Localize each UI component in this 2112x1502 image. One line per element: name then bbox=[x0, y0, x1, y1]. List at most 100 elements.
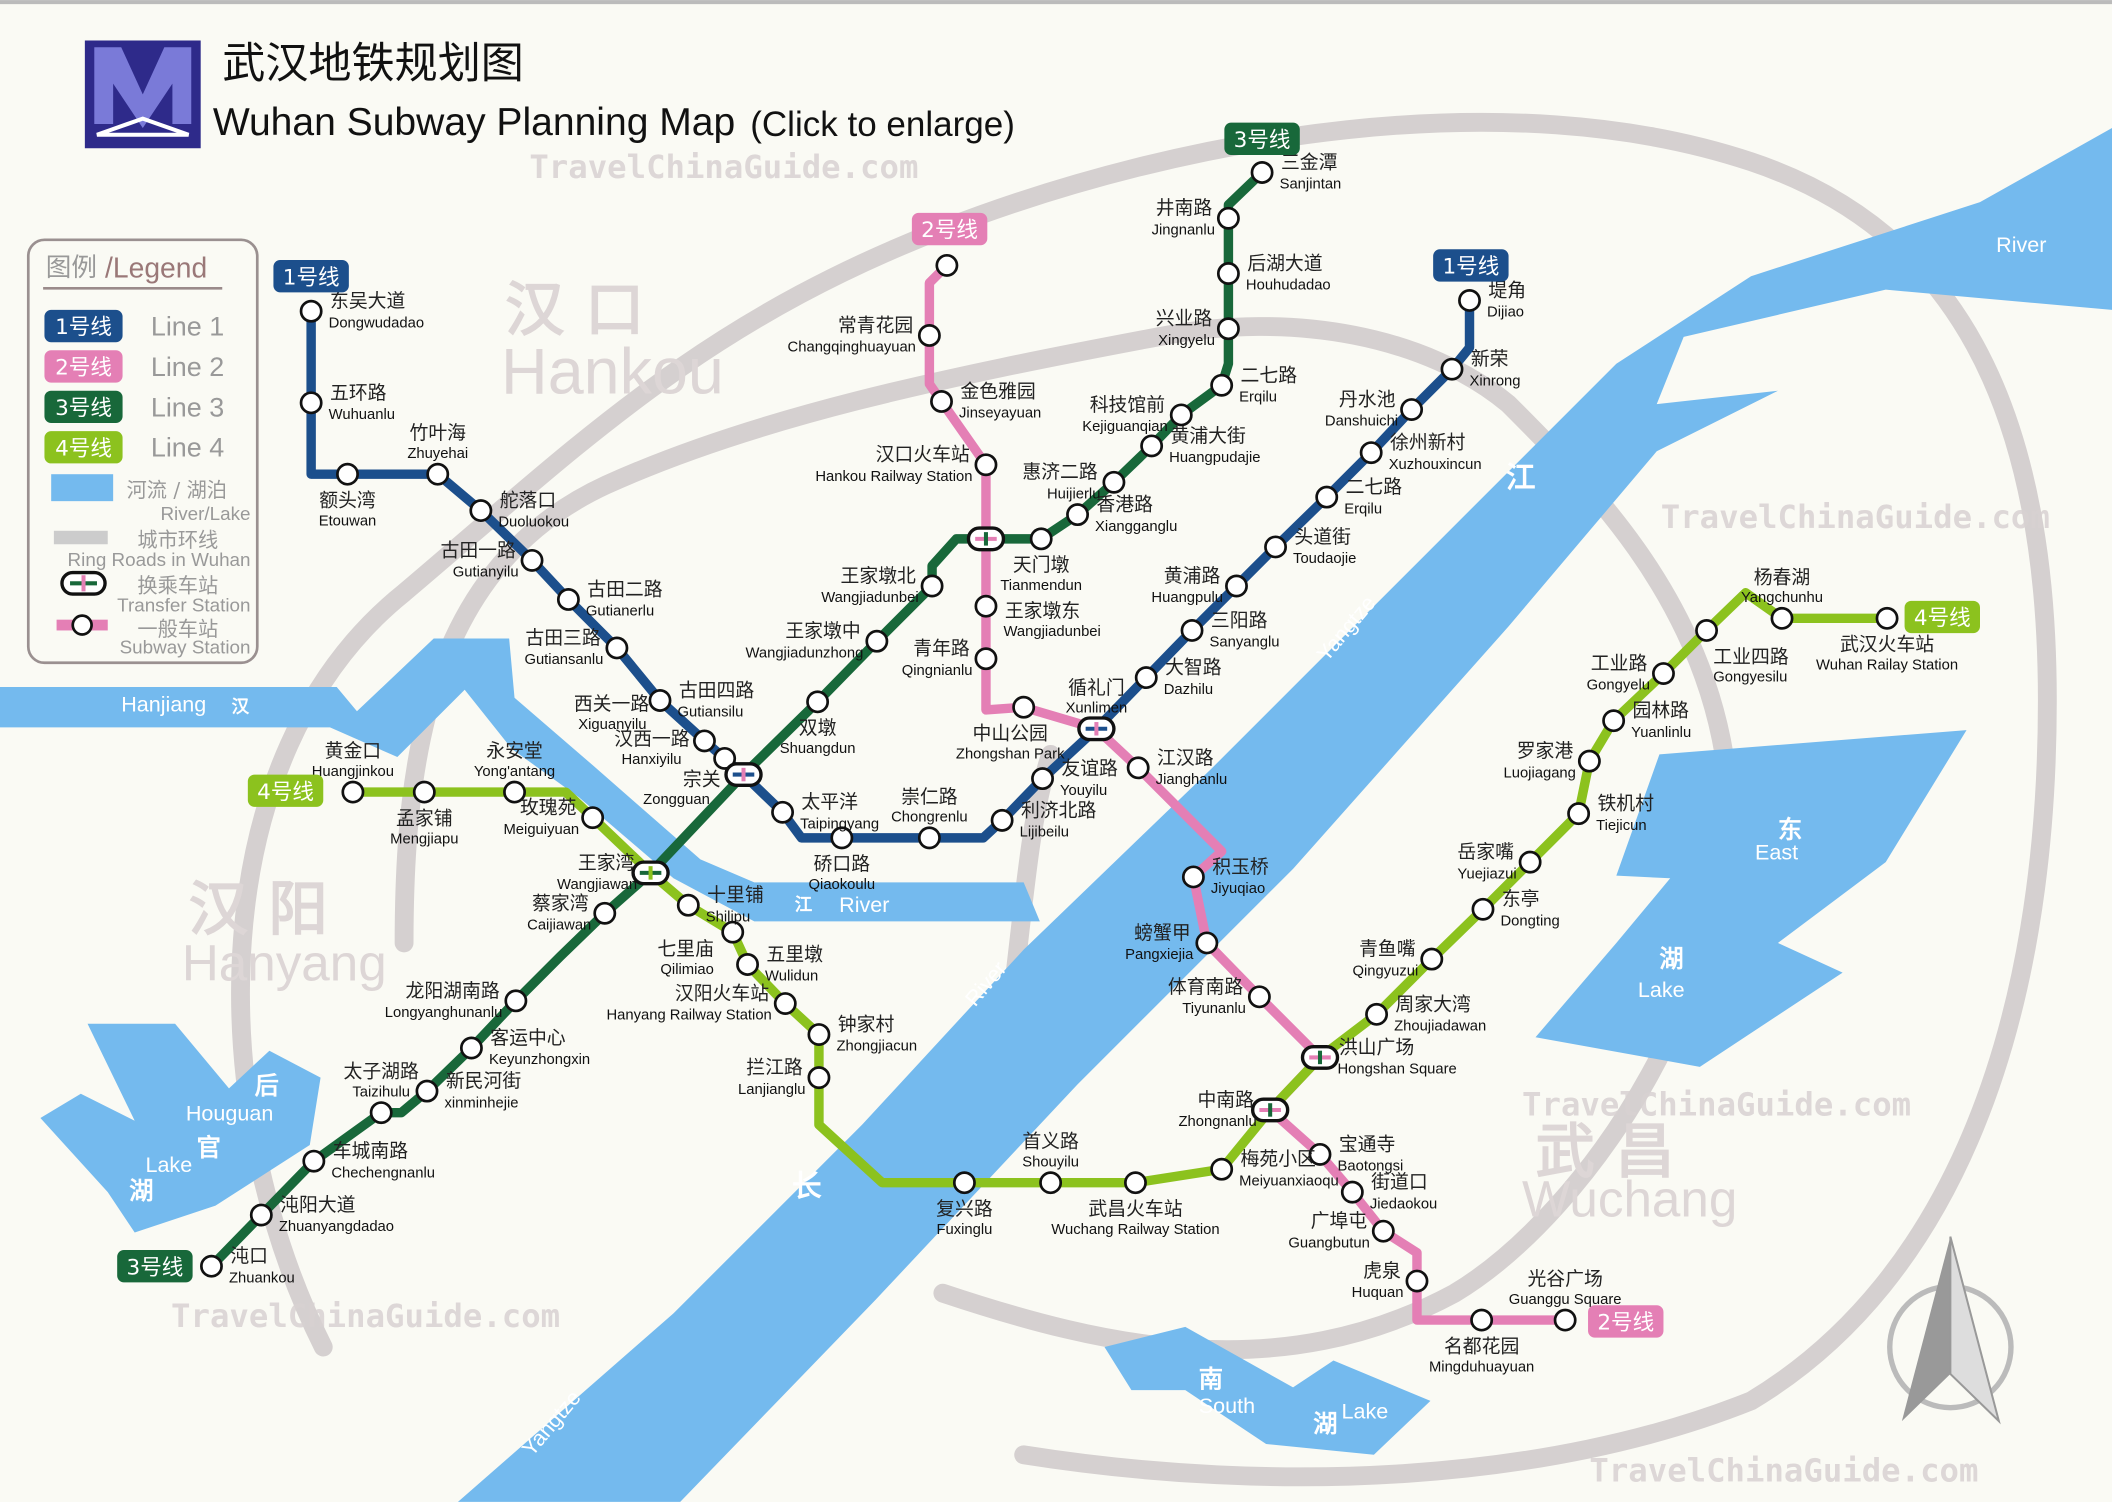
station-marker[interactable] bbox=[1225, 574, 1248, 598]
station-marker[interactable] bbox=[1553, 1308, 1577, 1332]
station-marker[interactable] bbox=[974, 453, 998, 477]
station-marker[interactable] bbox=[1359, 441, 1383, 465]
station-marker[interactable] bbox=[1264, 535, 1287, 559]
station-marker[interactable] bbox=[1124, 1171, 1147, 1195]
station-marker[interactable] bbox=[503, 780, 526, 804]
station-marker[interactable] bbox=[865, 629, 889, 653]
line-1-badge[interactable] bbox=[1433, 249, 1509, 282]
line-4-badge[interactable] bbox=[1904, 600, 1980, 634]
station-marker[interactable] bbox=[605, 636, 629, 660]
station-marker[interactable] bbox=[1031, 767, 1054, 791]
station-marker[interactable] bbox=[990, 808, 1014, 832]
station-marker[interactable] bbox=[459, 1036, 483, 1060]
station-marker[interactable] bbox=[676, 893, 700, 917]
station-marker[interactable] bbox=[415, 1079, 439, 1103]
station-marker[interactable] bbox=[1181, 865, 1205, 889]
station-marker[interactable] bbox=[693, 729, 716, 753]
station-marker[interactable] bbox=[1340, 1180, 1364, 1204]
station-marker[interactable] bbox=[1102, 470, 1126, 494]
station-marker[interactable] bbox=[1470, 1308, 1494, 1332]
station-marker[interactable] bbox=[1577, 749, 1601, 773]
station-marker[interactable] bbox=[469, 499, 493, 523]
station-marker[interactable] bbox=[426, 462, 450, 486]
station-marker[interactable] bbox=[1315, 485, 1339, 509]
line-2-badge[interactable] bbox=[911, 212, 988, 246]
station-marker[interactable] bbox=[302, 1149, 326, 1173]
station-marker[interactable] bbox=[1308, 1142, 1332, 1166]
station-marker[interactable] bbox=[200, 1254, 223, 1278]
station-marker[interactable] bbox=[1180, 618, 1204, 642]
station-marker[interactable] bbox=[773, 992, 797, 1015]
station-marker[interactable] bbox=[299, 299, 323, 323]
station-marker[interactable] bbox=[369, 1101, 393, 1125]
station-marker[interactable] bbox=[935, 253, 959, 277]
station-marker[interactable] bbox=[1250, 161, 1274, 184]
station-marker[interactable] bbox=[1602, 709, 1626, 733]
station-marker[interactable] bbox=[1210, 1157, 1234, 1181]
station-marker[interactable] bbox=[920, 574, 944, 598]
station-marker[interactable] bbox=[807, 1023, 831, 1046]
station-marker[interactable] bbox=[1126, 756, 1150, 780]
station-marker[interactable] bbox=[1247, 985, 1271, 1009]
station-marker[interactable] bbox=[1216, 262, 1240, 285]
station-marker[interactable] bbox=[336, 462, 359, 486]
station-marker[interactable] bbox=[1471, 897, 1495, 921]
station-marker[interactable] bbox=[1195, 931, 1219, 955]
station-marker[interactable] bbox=[1216, 206, 1240, 230]
station-marker[interactable] bbox=[581, 806, 605, 830]
station-marker[interactable] bbox=[593, 901, 617, 925]
station-marker[interactable] bbox=[1365, 1002, 1389, 1026]
station-marker[interactable] bbox=[952, 1171, 976, 1195]
station-marker[interactable] bbox=[1169, 403, 1193, 427]
transfer-station[interactable] bbox=[724, 762, 763, 788]
station-marker[interactable] bbox=[1012, 695, 1036, 719]
transfer-station[interactable] bbox=[1077, 716, 1116, 742]
station-marker[interactable] bbox=[520, 548, 544, 572]
line-3-badge[interactable] bbox=[117, 1250, 193, 1283]
station-marker[interactable] bbox=[807, 1066, 831, 1090]
station-marker[interactable] bbox=[556, 588, 580, 611]
station-marker[interactable] bbox=[648, 689, 672, 712]
station-marker[interactable] bbox=[412, 780, 436, 804]
station-marker[interactable] bbox=[917, 324, 941, 347]
line-2-badge[interactable] bbox=[1588, 1305, 1664, 1338]
station-marker[interactable] bbox=[1216, 317, 1240, 341]
station-marker[interactable] bbox=[974, 594, 998, 618]
station-marker[interactable] bbox=[1210, 373, 1234, 397]
station-marker[interactable] bbox=[1567, 802, 1591, 826]
station-marker[interactable] bbox=[1770, 606, 1794, 630]
station-marker[interactable] bbox=[1400, 398, 1424, 421]
station-marker[interactable] bbox=[771, 800, 795, 824]
enlarge-link[interactable]: (Click to enlarge) bbox=[750, 105, 1015, 144]
station-marker[interactable] bbox=[341, 780, 365, 804]
station-marker[interactable] bbox=[1875, 606, 1899, 630]
station-marker[interactable] bbox=[1029, 527, 1053, 551]
station-marker[interactable] bbox=[1140, 434, 1164, 458]
station-marker[interactable] bbox=[830, 826, 854, 850]
station-marker[interactable] bbox=[1458, 288, 1481, 312]
line-4-badge[interactable] bbox=[247, 774, 324, 807]
station-marker[interactable] bbox=[299, 391, 323, 415]
station-marker[interactable] bbox=[713, 746, 737, 770]
station-marker[interactable] bbox=[917, 826, 941, 850]
station-marker[interactable] bbox=[974, 647, 998, 671]
station-marker[interactable] bbox=[249, 1203, 273, 1227]
station-marker[interactable] bbox=[1440, 357, 1464, 381]
station-marker[interactable] bbox=[1695, 618, 1719, 642]
line-1-badge[interactable] bbox=[273, 260, 349, 293]
transfer-station[interactable] bbox=[1300, 1044, 1340, 1070]
station-marker[interactable] bbox=[1371, 1219, 1395, 1243]
station-marker[interactable] bbox=[806, 690, 830, 714]
station-marker[interactable] bbox=[504, 989, 528, 1013]
transfer-station[interactable] bbox=[966, 526, 1006, 552]
station-marker[interactable] bbox=[1134, 666, 1158, 690]
line-3-badge[interactable] bbox=[1224, 122, 1300, 155]
transfer-station[interactable] bbox=[631, 860, 670, 886]
station-marker[interactable] bbox=[1652, 662, 1675, 685]
station-marker[interactable] bbox=[736, 953, 759, 976]
transfer-station[interactable] bbox=[1250, 1097, 1290, 1123]
station-marker[interactable] bbox=[1405, 1269, 1429, 1293]
station-marker[interactable] bbox=[1066, 503, 1089, 527]
station-marker[interactable] bbox=[721, 920, 745, 944]
